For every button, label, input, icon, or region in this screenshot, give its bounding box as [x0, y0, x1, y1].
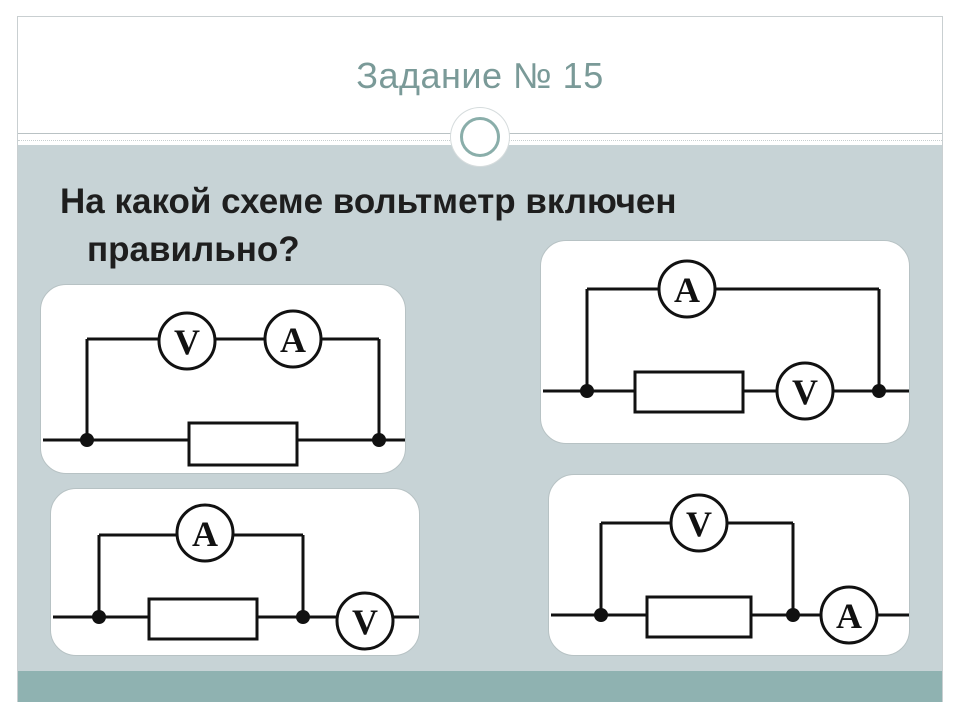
circuit-diagram-bottom-left: A V — [53, 503, 419, 651]
circuit-diagram-top-left: V A — [43, 309, 405, 467]
ammeter-circle — [819, 585, 879, 645]
circuit-diagram-top-right: A V — [543, 259, 909, 421]
question-line-1: На какой схеме вольтметр включен — [60, 182, 677, 221]
circuit-panel-top-left[interactable]: V A — [40, 284, 406, 474]
meter-label: V — [352, 602, 378, 642]
circuit-panel-top-right[interactable]: A V — [540, 240, 910, 444]
ornament-ring-icon — [460, 117, 500, 157]
question-text: На какой схеме вольтметр включен правиль… — [60, 178, 860, 274]
node-left — [580, 384, 594, 398]
circuit-diagram-bottom-right: V A — [551, 493, 909, 645]
meter-label: A — [836, 596, 862, 636]
ammeter-circle — [263, 309, 323, 369]
node-left — [80, 433, 94, 447]
circuit-panel-bottom-left[interactable]: A V — [50, 488, 420, 656]
voltmeter-circle — [335, 591, 395, 651]
meter-label: V — [686, 504, 712, 544]
resistor — [147, 597, 259, 641]
meter-label: A — [280, 320, 306, 360]
slide-title: Задание № 15 — [356, 55, 604, 96]
meter-label: A — [674, 270, 700, 310]
voltmeter-circle — [157, 311, 217, 371]
node-right — [786, 608, 800, 622]
node-right — [372, 433, 386, 447]
meter-label: A — [192, 514, 218, 554]
node-right — [872, 384, 886, 398]
voltmeter-circle — [775, 361, 835, 421]
resistor — [187, 421, 299, 467]
resistor — [633, 370, 745, 414]
voltmeter-circle — [669, 493, 729, 553]
node-left — [594, 608, 608, 622]
node-left — [92, 610, 106, 624]
meter-label: V — [792, 372, 818, 412]
circuit-panel-bottom-right[interactable]: V A — [548, 474, 910, 656]
question-line-2: правильно? — [87, 230, 300, 269]
resistor — [645, 595, 753, 639]
node-right — [296, 610, 310, 624]
footer-band — [18, 671, 942, 702]
ammeter-circle — [175, 503, 235, 563]
ammeter-circle — [657, 259, 717, 319]
meter-label: V — [174, 322, 200, 362]
